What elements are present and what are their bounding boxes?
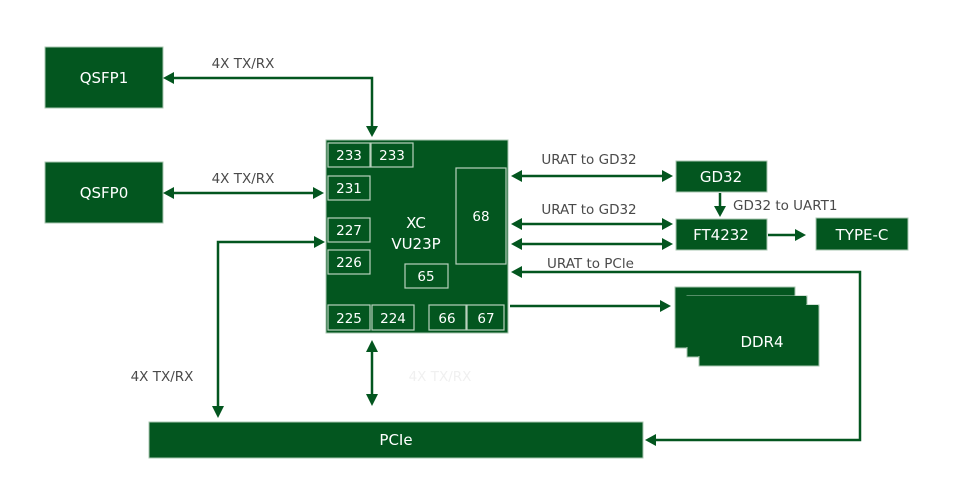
bank-227: 227 (327, 217, 371, 243)
bank-68-label: 68 (472, 209, 489, 225)
fpga-name-line2: VU23P (391, 235, 440, 253)
qsfp1-link-label: 4X TX/RX (212, 56, 275, 72)
qsfp0-link-arrow (163, 187, 324, 199)
gd32-label: GD32 (700, 168, 742, 186)
bank-233b-label: 233 (379, 148, 405, 164)
ft4232-arrow (511, 238, 673, 250)
gd32-to-uart1-label: GD32 to UART1 (733, 198, 838, 214)
bank-226-label: 226 (336, 255, 362, 271)
ft4232-block[interactable]: FT4232 (675, 218, 768, 251)
bank-66-label: 66 (438, 311, 455, 327)
pcie-center-link-label: 4X TX/RX (409, 369, 472, 385)
bank-67-label: 67 (477, 311, 494, 327)
bank-227-label: 227 (336, 223, 362, 239)
pcie-label: PCIe (379, 431, 412, 449)
bank-66: 66 (428, 304, 467, 331)
bank-231: 231 (327, 175, 371, 201)
ddr4-label: DDR4 (740, 333, 783, 351)
gd32-to-ft4232-arrow (714, 193, 726, 217)
pcie-block[interactable]: PCIe (148, 421, 644, 459)
uart-gd32-label-2: URAT to GD32 (541, 202, 636, 218)
uart-gd32-arrow-1 (511, 170, 673, 182)
qsfp1-link-arrow (163, 72, 378, 137)
bank-225: 225 (327, 304, 371, 331)
bank-231-label: 231 (336, 181, 362, 197)
qsfp1-block[interactable]: QSFP1 (44, 46, 164, 109)
uart-gd32-label-1: URAT to GD32 (541, 152, 636, 168)
pcie-left-link-arrow (212, 236, 325, 418)
bank-68: 68 (455, 167, 507, 265)
bank-65: 65 (404, 263, 449, 289)
qsfp0-label: QSFP0 (80, 184, 129, 202)
pcie-left-link-label: 4X TX/RX (131, 369, 194, 385)
bank-67: 67 (466, 304, 505, 331)
uart-gd32-arrow-2 (511, 218, 673, 230)
ddr4-arrow (510, 300, 671, 312)
typec-label: TYPE-C (835, 226, 889, 244)
pcie-center-link-arrow (366, 340, 378, 406)
bank-233a: 233 (327, 142, 371, 168)
bank-65-label: 65 (417, 269, 434, 285)
bank-225-label: 225 (336, 311, 362, 327)
bank-233a-label: 233 (336, 148, 362, 164)
qsfp1-label: QSFP1 (80, 69, 129, 87)
uart-pcie-label: URAT to PCle (547, 256, 634, 272)
typec-block[interactable]: TYPE-C (815, 217, 909, 251)
qsfp0-block[interactable]: QSFP0 (44, 161, 164, 224)
qsfp0-link-label: 4X TX/RX (212, 171, 275, 187)
gd32-block[interactable]: GD32 (675, 160, 768, 193)
ddr4-block[interactable]: DDR4 (674, 286, 820, 367)
ft4232-to-typec-arrow (768, 229, 806, 241)
uart-pcie-arrow (511, 266, 862, 446)
bank-224: 224 (371, 304, 415, 331)
fpga-name-line1: XC (406, 214, 426, 232)
ft4232-label: FT4232 (693, 226, 749, 244)
bank-233b: 233 (370, 142, 414, 168)
fpga-block[interactable]: XC VU23P (325, 139, 509, 334)
bank-224-label: 224 (380, 311, 406, 327)
bank-226: 226 (327, 249, 371, 275)
